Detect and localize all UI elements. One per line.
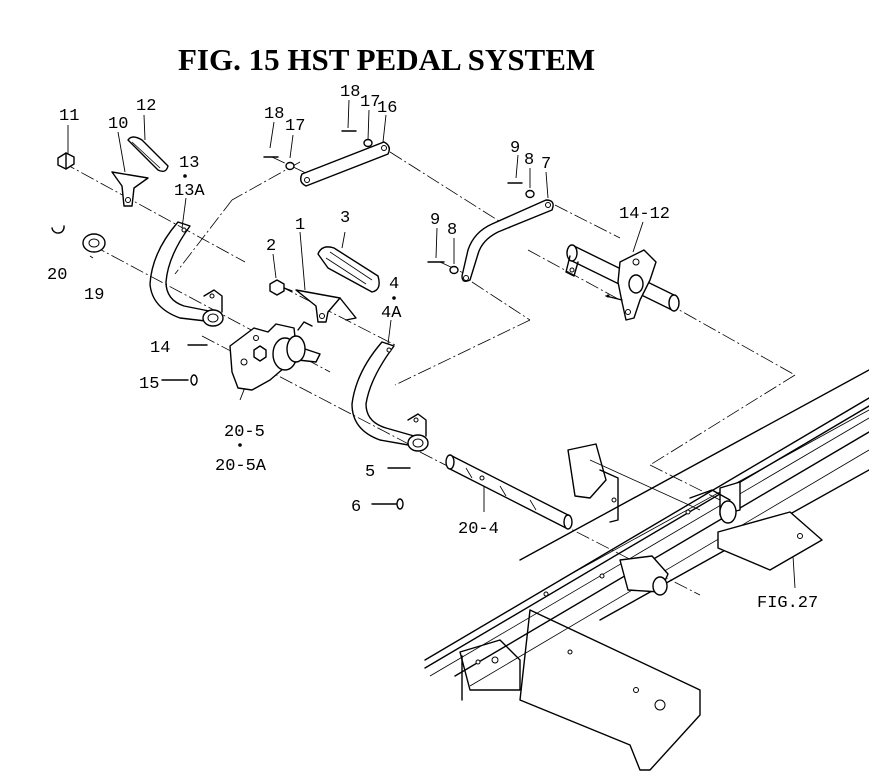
- callout-9a: 9: [510, 139, 520, 158]
- callout-20-5: 20-5: [224, 423, 265, 442]
- callout-15: 15: [139, 375, 159, 394]
- callout-20-4: 20-4: [458, 520, 499, 539]
- callout-11: 11: [59, 107, 79, 126]
- callout-8a: 8: [524, 151, 534, 170]
- pivot-shaft-14-12: [565, 244, 680, 321]
- bolt-11: [57, 152, 75, 170]
- pedal-arm-4: [351, 341, 429, 452]
- callout-14: 14: [150, 339, 170, 358]
- snap-ring-20: [51, 225, 65, 234]
- link-rod-16: [299, 141, 391, 187]
- callout-4a: 4A: [381, 304, 402, 323]
- bolt-2: [269, 279, 293, 296]
- pedal-pad-3: [317, 246, 380, 293]
- pedal-arm-13: [149, 221, 224, 327]
- spring-pin-15: [161, 374, 198, 386]
- callout-19: 19: [84, 286, 104, 305]
- callout-20-5a: 20-5A: [215, 457, 267, 476]
- callout-3: 3: [340, 209, 350, 228]
- callout-8b: 8: [447, 221, 457, 240]
- callout-17b: 17: [360, 93, 380, 112]
- pedal-bracket-1: [295, 289, 357, 323]
- pedal-boss-plate-20-5: [229, 321, 321, 391]
- callout-13: 13: [179, 154, 199, 173]
- callout-2: 2: [266, 237, 276, 256]
- washer-17a: [285, 161, 295, 171]
- washer-8b: [449, 265, 459, 275]
- callout-9b: 9: [430, 211, 440, 230]
- chassis-frame: [424, 369, 869, 771]
- callout-14-12: 14-12: [619, 205, 670, 224]
- washer-8a: [525, 189, 535, 199]
- pedal-shaft-20-4: [445, 454, 573, 530]
- pedal-bracket-10: [111, 171, 149, 207]
- callout-6: 6: [351, 498, 361, 517]
- callout-18a: 18: [264, 105, 284, 124]
- callout-10: 10: [108, 115, 128, 134]
- assembly-centerlines: [61, 151, 796, 596]
- callout-16: 16: [377, 99, 397, 118]
- callout-17a: 17: [285, 117, 305, 136]
- callout-fig-27: FIG.27: [757, 594, 818, 613]
- callout-5: 5: [365, 463, 375, 482]
- callout-20: 20: [47, 266, 67, 285]
- figure-title: FIG. 15 HST PEDAL SYSTEM: [178, 42, 595, 77]
- callout-1: 1: [295, 216, 305, 235]
- callout-12: 12: [136, 97, 156, 116]
- callout-labels: 11 10 12 13 13A 20 19 14 15 20-5 20-5A 2…: [47, 83, 818, 613]
- callout-18b: 18: [340, 83, 360, 102]
- pedal-pad-12: [127, 136, 169, 173]
- washer-17b: [363, 138, 373, 148]
- link-arm-7: [461, 199, 554, 283]
- callout-4: 4: [389, 275, 399, 294]
- callout-13a: 13A: [174, 182, 205, 201]
- washer-19: [82, 233, 106, 253]
- spring-pin-6: [371, 498, 404, 510]
- callout-7: 7: [541, 155, 551, 174]
- callout-leaders: [67, 99, 796, 589]
